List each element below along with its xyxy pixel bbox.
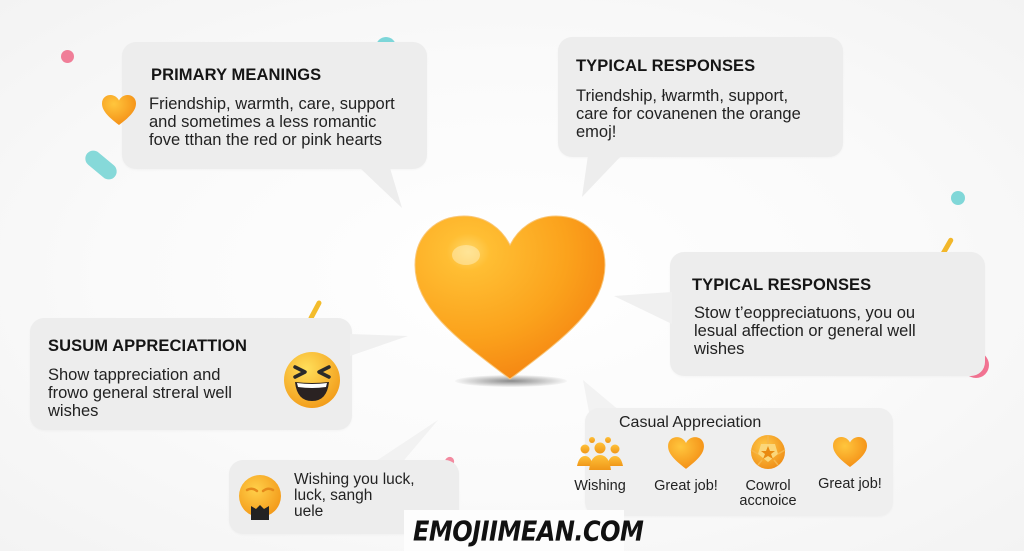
text-line: and sometimes a less romantic xyxy=(149,113,377,131)
orange-heart-icon xyxy=(414,215,606,380)
casual-item-label: Cowrol accnoice xyxy=(739,478,797,509)
typical-responses-right-title: TYPICAL RESPONSES xyxy=(692,276,872,294)
text-line: Show tappreciation and xyxy=(48,366,221,384)
face-with-mask-icon xyxy=(239,475,281,520)
orange-heart-icon xyxy=(102,95,136,125)
text-line: care for covanenen the orange xyxy=(576,105,801,123)
text-line-content: Triendship, łwarmth, support, xyxy=(576,87,789,105)
casual-item-label: Great job! xyxy=(654,478,718,494)
primary-meanings-title: PRIMARY MEANINGS xyxy=(151,66,322,84)
typical-responses-top-text: Triendship, łwarmth, support, care for c… xyxy=(576,87,801,141)
text-line: Friendship, warmth, care, support xyxy=(149,95,395,113)
bubble-tail xyxy=(370,420,438,465)
casual-item: Great job! xyxy=(649,436,723,494)
text-line: Triendship, łwarmth, support, xyxy=(576,87,801,105)
typical-responses-right-bubble: TYPICAL RESPONSES Stow t’eoppreciatuons,… xyxy=(670,252,985,376)
typical-responses-top-bubble: TYPICAL RESPONSES Triendship, łwarmth, s… xyxy=(558,37,843,157)
susum-appreciation-title: SUSUM APPRECIATTION xyxy=(48,337,247,355)
text-line: lesual affection or general well xyxy=(694,322,916,340)
casual-item-label: Wishing xyxy=(574,478,626,494)
casual-item-label: Great job! xyxy=(818,476,882,492)
bubble-tail xyxy=(614,292,672,324)
bubble-tail xyxy=(350,334,408,356)
text-line: Stow t’eoppreciatuons, you ou xyxy=(694,304,916,322)
heart-shadow xyxy=(455,375,567,387)
susum-appreciation-text: Show tappreciation and frowo general stг… xyxy=(48,366,232,420)
teal-pill-decoration xyxy=(82,147,120,183)
bubble-tail xyxy=(360,168,402,208)
teal-dot-decoration xyxy=(951,191,965,205)
text-line: emoj! xyxy=(576,123,617,141)
orange-heart-icon xyxy=(833,437,867,467)
susum-appreciation-bubble: SUSUM APPRECIATTION Show tappreciation a… xyxy=(30,318,352,430)
footer-strip xyxy=(404,510,624,551)
wishing-bubble: Wishing you luck, luck, sangh uele xyxy=(229,460,459,534)
text-line: luck, sangh xyxy=(294,487,373,504)
star-badge-icon xyxy=(750,435,786,469)
laughing-face-icon xyxy=(284,352,340,408)
casual-item: Cowrol accnoice xyxy=(731,434,805,509)
casual-item: Wishing xyxy=(563,436,637,494)
primary-meanings-bubble: PRIMARY MEANINGS Friendship, warmth, car… xyxy=(122,42,427,169)
pink-dot-decoration xyxy=(61,50,74,63)
casual-item: Great job! xyxy=(813,436,887,492)
orange-heart-icon xyxy=(668,437,704,469)
primary-meanings-text: Friendship, warmth, care, support and so… xyxy=(149,95,395,149)
people-group-icon xyxy=(577,437,623,470)
wishing-text: Wishing you luck, luck, sangh uele xyxy=(294,472,415,520)
typical-responses-top-title: TYPICAL RESPONSES xyxy=(576,57,756,75)
casual-appreciation-title: Casual Appreciation xyxy=(619,414,762,431)
bubble-tail xyxy=(582,155,622,197)
text-line: frowo general stгeral well xyxy=(48,384,232,402)
casual-appreciation-bubble: Casual Appreciation Wishing Great job! xyxy=(574,408,893,516)
text-line: fove tthan the red or pink hearts xyxy=(149,131,382,149)
text-line: Wishing you luck, xyxy=(294,471,415,488)
text-line: uele xyxy=(294,503,324,520)
bubble-tail xyxy=(583,380,621,412)
site-brand[interactable]: EMOJIIMEAN.COM xyxy=(413,515,644,548)
text-line: wishes xyxy=(48,402,99,420)
text-line: wishes xyxy=(694,340,745,358)
typical-responses-right-text: Stow t’eoppreciatuons, you ou lesual aff… xyxy=(694,304,916,358)
